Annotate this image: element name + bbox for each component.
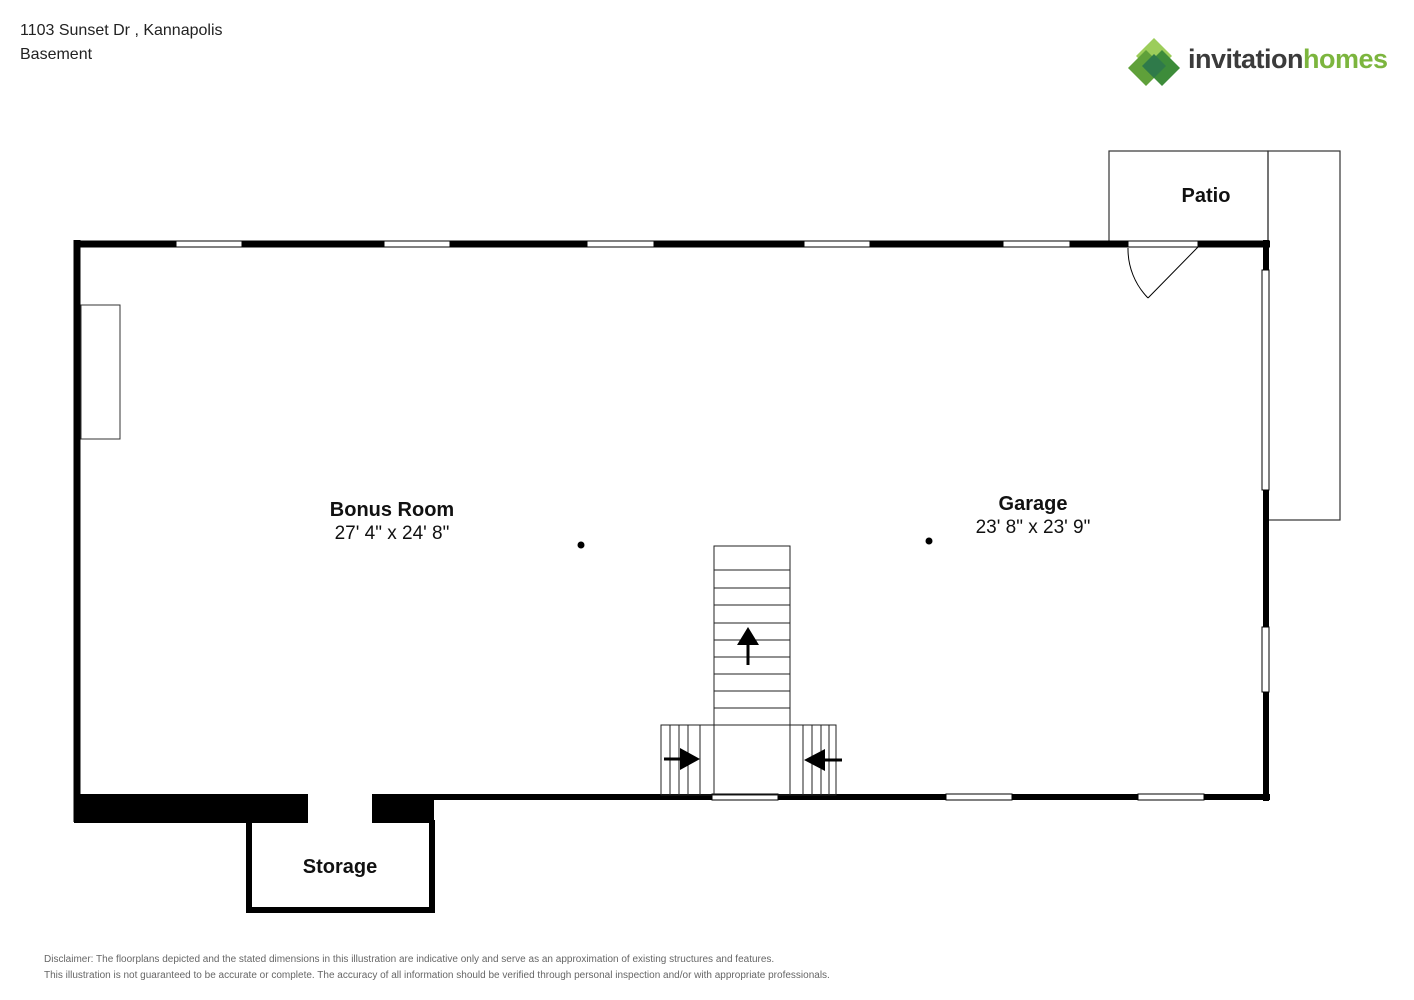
right-steps-arrow-icon [804, 749, 842, 771]
disclaimer-line-1: Disclaimer: The floorplans depicted and … [44, 954, 775, 965]
bonus-room-dimensions: 27' 4" x 24' 8" [335, 523, 450, 544]
property-address: 1103 Sunset Dr , Kannapolis [20, 22, 223, 39]
top-windows [175, 240, 1199, 248]
invitation-homes-logo: invitationhomes [1128, 36, 1388, 90]
storage-label: Storage [303, 856, 377, 878]
right-wall-openings [1261, 269, 1270, 693]
left-steps-arrow-icon [664, 748, 700, 770]
patio-label: Patio [1182, 185, 1231, 207]
bottom-windows [711, 793, 1205, 801]
logo-word-invitation: invitation [1188, 44, 1304, 74]
patio-door [1127, 246, 1199, 299]
support-post-garage [925, 537, 933, 545]
exterior-walls [73, 240, 1270, 822]
floor-level-label: Basement [20, 46, 93, 63]
left-wall-fixture [80, 304, 121, 440]
logo-word-homes: homes [1303, 44, 1388, 74]
garage-label: Garage [999, 493, 1068, 515]
bonus-room-label: Bonus Room [330, 499, 454, 521]
garage-dimensions: 23' 8" x 23' 9" [976, 517, 1091, 538]
support-post-bonus-room [577, 541, 585, 549]
stair-up-arrow-icon [737, 627, 759, 665]
disclaimer-line-2: This illustration is not guaranteed to b… [44, 970, 830, 981]
logo-diamond-icon [1128, 38, 1180, 86]
south-wall-left [74, 794, 434, 823]
storage-room [246, 820, 435, 913]
main-staircase [713, 545, 791, 796]
logo-wordmark: invitationhomes [1188, 44, 1388, 75]
